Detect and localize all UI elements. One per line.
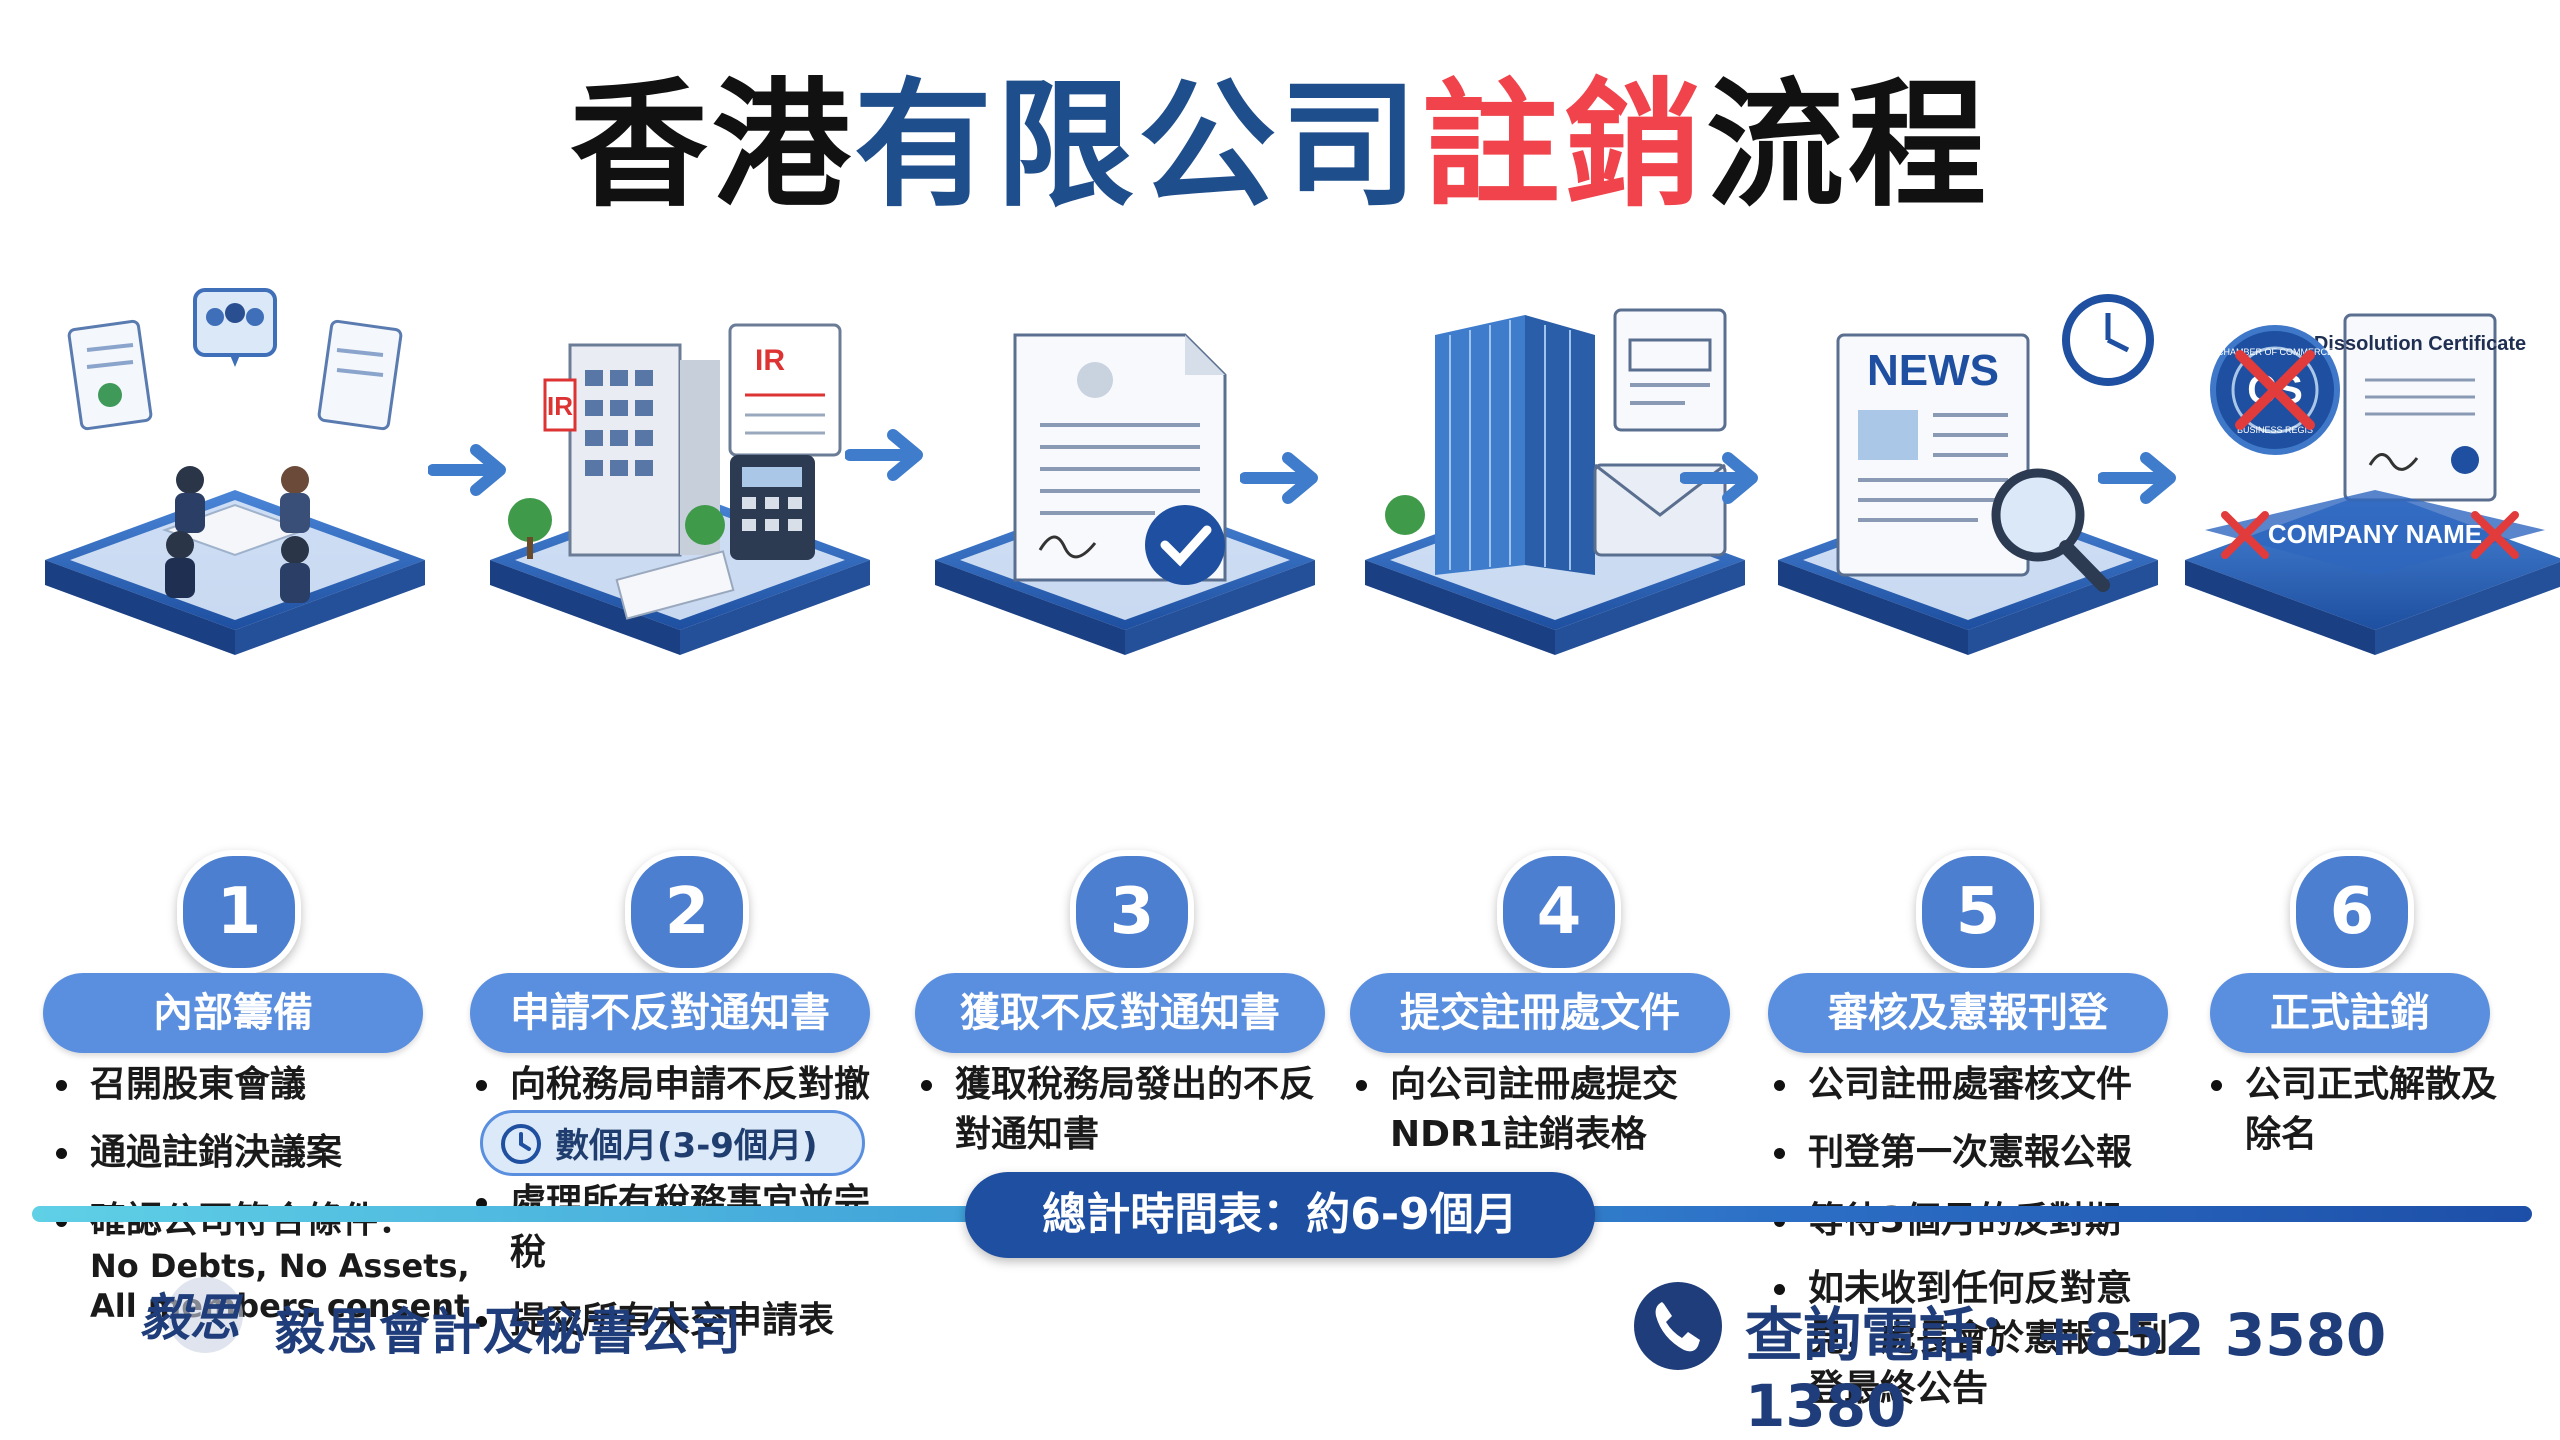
step-4: 4 提交註冊處文件 向公司註冊處提交NDR1註銷表格 繳付註銷費 xyxy=(1345,275,1765,1223)
meeting-illustration xyxy=(25,275,445,705)
title-part-3: 註銷 xyxy=(1422,65,1707,226)
total-timeline: 總計時間表：約6-9個月 xyxy=(965,1172,1595,1258)
certificate-label: Dissolution Certificate xyxy=(2314,333,2526,355)
tax-office-illustration: IR IR xyxy=(470,275,890,705)
duration-badge: 數個月(3-9個月) xyxy=(480,1110,865,1176)
step-6: Dissolution Certificate CHAMBER OF COMME… xyxy=(2165,275,2560,1155)
clock-icon xyxy=(501,1124,541,1164)
arrow-right-icon xyxy=(845,429,923,481)
step-number: 2 xyxy=(625,850,749,974)
list-item: 刊登第一次憲報公報 xyxy=(1768,1128,2168,1178)
step-number: 3 xyxy=(1070,850,1194,974)
company-logo: 毅思 xyxy=(140,1277,244,1353)
gazette-news-illustration: NEWS xyxy=(1758,275,2178,705)
arrow-right-icon xyxy=(1240,452,1318,504)
step-title: 內部籌備 xyxy=(43,973,423,1053)
step-title: 審核及憲報刊登 xyxy=(1768,973,2168,1053)
step-bullets: 公司正式解散及除名 xyxy=(2205,1060,2505,1178)
phone-icon xyxy=(1634,1282,1722,1370)
step-title: 正式註銷 xyxy=(2210,973,2490,1053)
title-part-1: 香港 xyxy=(569,65,854,226)
list-item: 通過註銷決議案 xyxy=(50,1128,470,1178)
logo-text: 毅思 xyxy=(140,1288,244,1347)
step-title: 提交註冊處文件 xyxy=(1350,973,1730,1053)
step-1: 1 內部籌備 召開股東會議 通過註銷決議案 確認公司符合條件：No Debts,… xyxy=(25,275,470,1325)
arrow-right-icon xyxy=(1680,452,1758,504)
step-number: 6 xyxy=(2290,850,2414,974)
step-bullets: 獲取稅務局發出的不反對通知書 xyxy=(915,1060,1335,1178)
seal-top-text: CHAMBER OF COMMERCE xyxy=(2217,347,2333,357)
step-3: 3 獲取不反對通知書 獲取稅務局發出的不反對通知書 xyxy=(915,275,1335,1155)
step-title: 申請不反對通知書 xyxy=(470,973,870,1053)
svg-text:IR: IR xyxy=(755,344,785,377)
arrow-right-icon xyxy=(428,444,506,496)
list-item: 處理所有稅務事宜並完稅 xyxy=(470,1178,890,1278)
step-5: NEWS 5 審核及憲報刊登 公司註冊處審核文件 刊登第一次憲報公報 等待3個月… xyxy=(1758,275,2178,1409)
seal-bottom-text: BUSINESS REGIS xyxy=(2237,425,2313,435)
registry-submission-illustration xyxy=(1345,275,1765,705)
contact-phone[interactable]: 查詢電話：+852 3580 1380 xyxy=(1745,1301,2387,1440)
news-label: NEWS xyxy=(1867,346,1999,395)
step-title: 獲取不反對通知書 xyxy=(915,973,1325,1053)
step-number: 1 xyxy=(177,850,301,974)
dissolution-certificate-illustration: Dissolution Certificate CHAMBER OF COMME… xyxy=(2165,275,2560,705)
arrow-right-icon xyxy=(2098,452,2176,504)
list-item: 向公司註冊處提交NDR1註銷表格 xyxy=(1350,1060,1750,1160)
list-item: 公司註冊處審核文件 xyxy=(1768,1060,2168,1110)
company-name: 毅思會計及秘書公司 xyxy=(275,1303,743,1361)
list-item: 獲取稅務局發出的不反對通知書 xyxy=(915,1060,1335,1160)
duration-text: 數個月(3-9個月) xyxy=(555,1126,818,1166)
step-number: 4 xyxy=(1497,850,1621,974)
step-number: 5 xyxy=(1916,850,2040,974)
process-steps: 1 內部籌備 召開股東會議 通過註銷決議案 確認公司符合條件：No Debts,… xyxy=(25,275,2560,1409)
notice-document-illustration xyxy=(915,275,1335,705)
list-item: 召開股東會議 xyxy=(50,1060,470,1110)
page-title: 香港有限公司註銷流程 xyxy=(0,70,2560,222)
title-part-2: 有限公司 xyxy=(853,65,1422,226)
step-2: IR IR 2 申請不反對通知書 向稅務局申請不反對撤銷通知書 處理所有稅務事宜… xyxy=(470,275,890,1341)
title-part-4: 流程 xyxy=(1706,65,1991,226)
company-name-plate: COMPANY NAME xyxy=(2268,519,2482,549)
ir-logo-text: IR xyxy=(547,391,573,421)
list-item: 提交所有未交申請表 xyxy=(470,1296,890,1346)
list-item: 公司正式解散及除名 xyxy=(2205,1060,2505,1160)
conditions-text: No Debts, No Assets, All members consent xyxy=(90,1247,470,1325)
